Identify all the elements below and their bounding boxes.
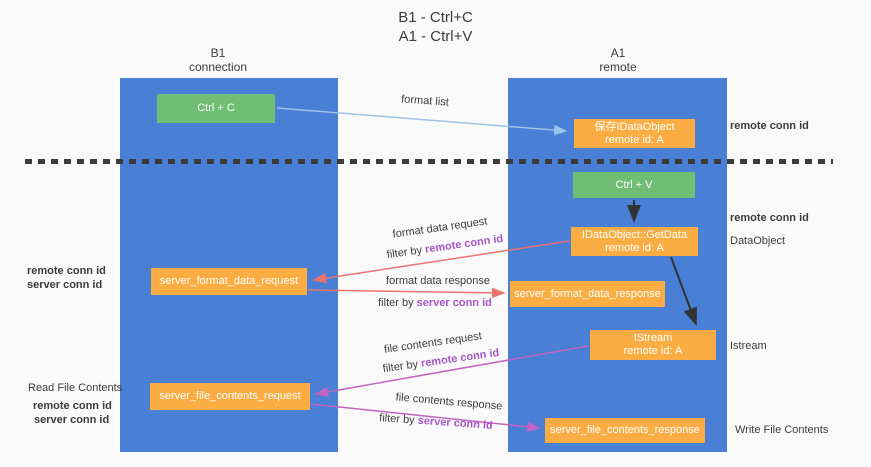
server-file-contents-response-label: server_file_contents_response [550,424,700,436]
filter-by-text: filter by [386,244,423,262]
ctrl-v-label: Ctrl + V [615,178,653,191]
lane-a1-subtitle: remote [599,60,637,74]
server-file-contents-request-label: server_file_contents_request [159,390,301,402]
save-dataobject-box: 保存IDataObject remote id: A [574,119,695,148]
file-contents-response-label: file contents response [395,391,503,413]
server-file-contents-response-box: server_file_contents_response [545,418,705,443]
filter-by-text: filter by [382,358,419,376]
write-file-contents-label: Write File Contents [735,424,829,436]
istream-line1: IStream [633,332,673,344]
getdata-line2: remote id: A [605,241,664,254]
filter-by-server-conn-id-label-2: filter by server conn id [378,412,495,432]
getdata-box: IDataObject::GetData remote id: A [571,227,698,256]
lane-b1-name: B1 [210,46,226,60]
server-format-data-request-box: server_format_data_request [151,268,307,295]
title-line-1: B1 - Ctrl+C [398,9,473,26]
getdata-line1: IDataObject::GetData [581,228,688,241]
remote-conn-id-text: remote conn id [424,232,504,256]
server-conn-id-left-label-2: server conn id [34,414,110,426]
diagram-title: B1 - Ctrl+C A1 - Ctrl+V [0,8,871,46]
remote-conn-id-left-label-2: remote conn id [33,400,112,412]
ctrl-c-label: Ctrl + C [197,102,235,114]
server-conn-id-text: server conn id [417,414,494,432]
lane-header-a1: A1 remote [558,46,678,74]
lane-header-b1: B1 connection [158,46,278,74]
istream-box: IStream remote id: A [590,330,716,360]
server-file-contents-request-box: server_file_contents_request [150,383,310,410]
ctrl-v-box: Ctrl + V [573,172,695,198]
remote-conn-id-side-label-1: remote conn id [730,120,809,132]
read-file-contents-label: Read File Contents [28,382,123,394]
dataobject-side-label: DataObject [730,235,786,247]
remote-conn-id-side-label-2: remote conn id [730,212,809,224]
lane-a1-name: A1 [610,46,626,60]
title-line-2: A1 - Ctrl+V [398,28,473,45]
remote-conn-id-text: remote conn id [420,346,500,370]
server-conn-id-text: server conn id [416,297,492,309]
server-format-data-request-label: server_format_data_request [159,275,299,287]
server-format-data-response-box: server_format_data_response [510,281,665,307]
save-dataobject-line2: remote id: A [605,133,664,146]
ctrl-c-box: Ctrl + C [157,94,275,123]
lane-b1-subtitle: connection [188,60,248,74]
save-dataobject-line1: 保存IDataObject [594,120,675,133]
remote-conn-id-left-label-1: remote conn id [27,265,106,277]
filter-by-server-conn-id-label-1: filter by server conn id [378,297,492,309]
filter-by-text: filter by [378,297,414,309]
server-format-data-response-label: server_format_data_response [514,287,661,300]
istream-side-label: Istream [730,340,767,352]
filter-by-text: filter by [378,412,416,427]
server-conn-id-left-label-1: server conn id [27,279,103,291]
istream-line2: remote id: A [623,345,683,357]
format-list-label: format list [400,93,450,109]
format-data-response-label: format data response [386,275,490,287]
phase-separator-dashed-line [25,159,833,164]
